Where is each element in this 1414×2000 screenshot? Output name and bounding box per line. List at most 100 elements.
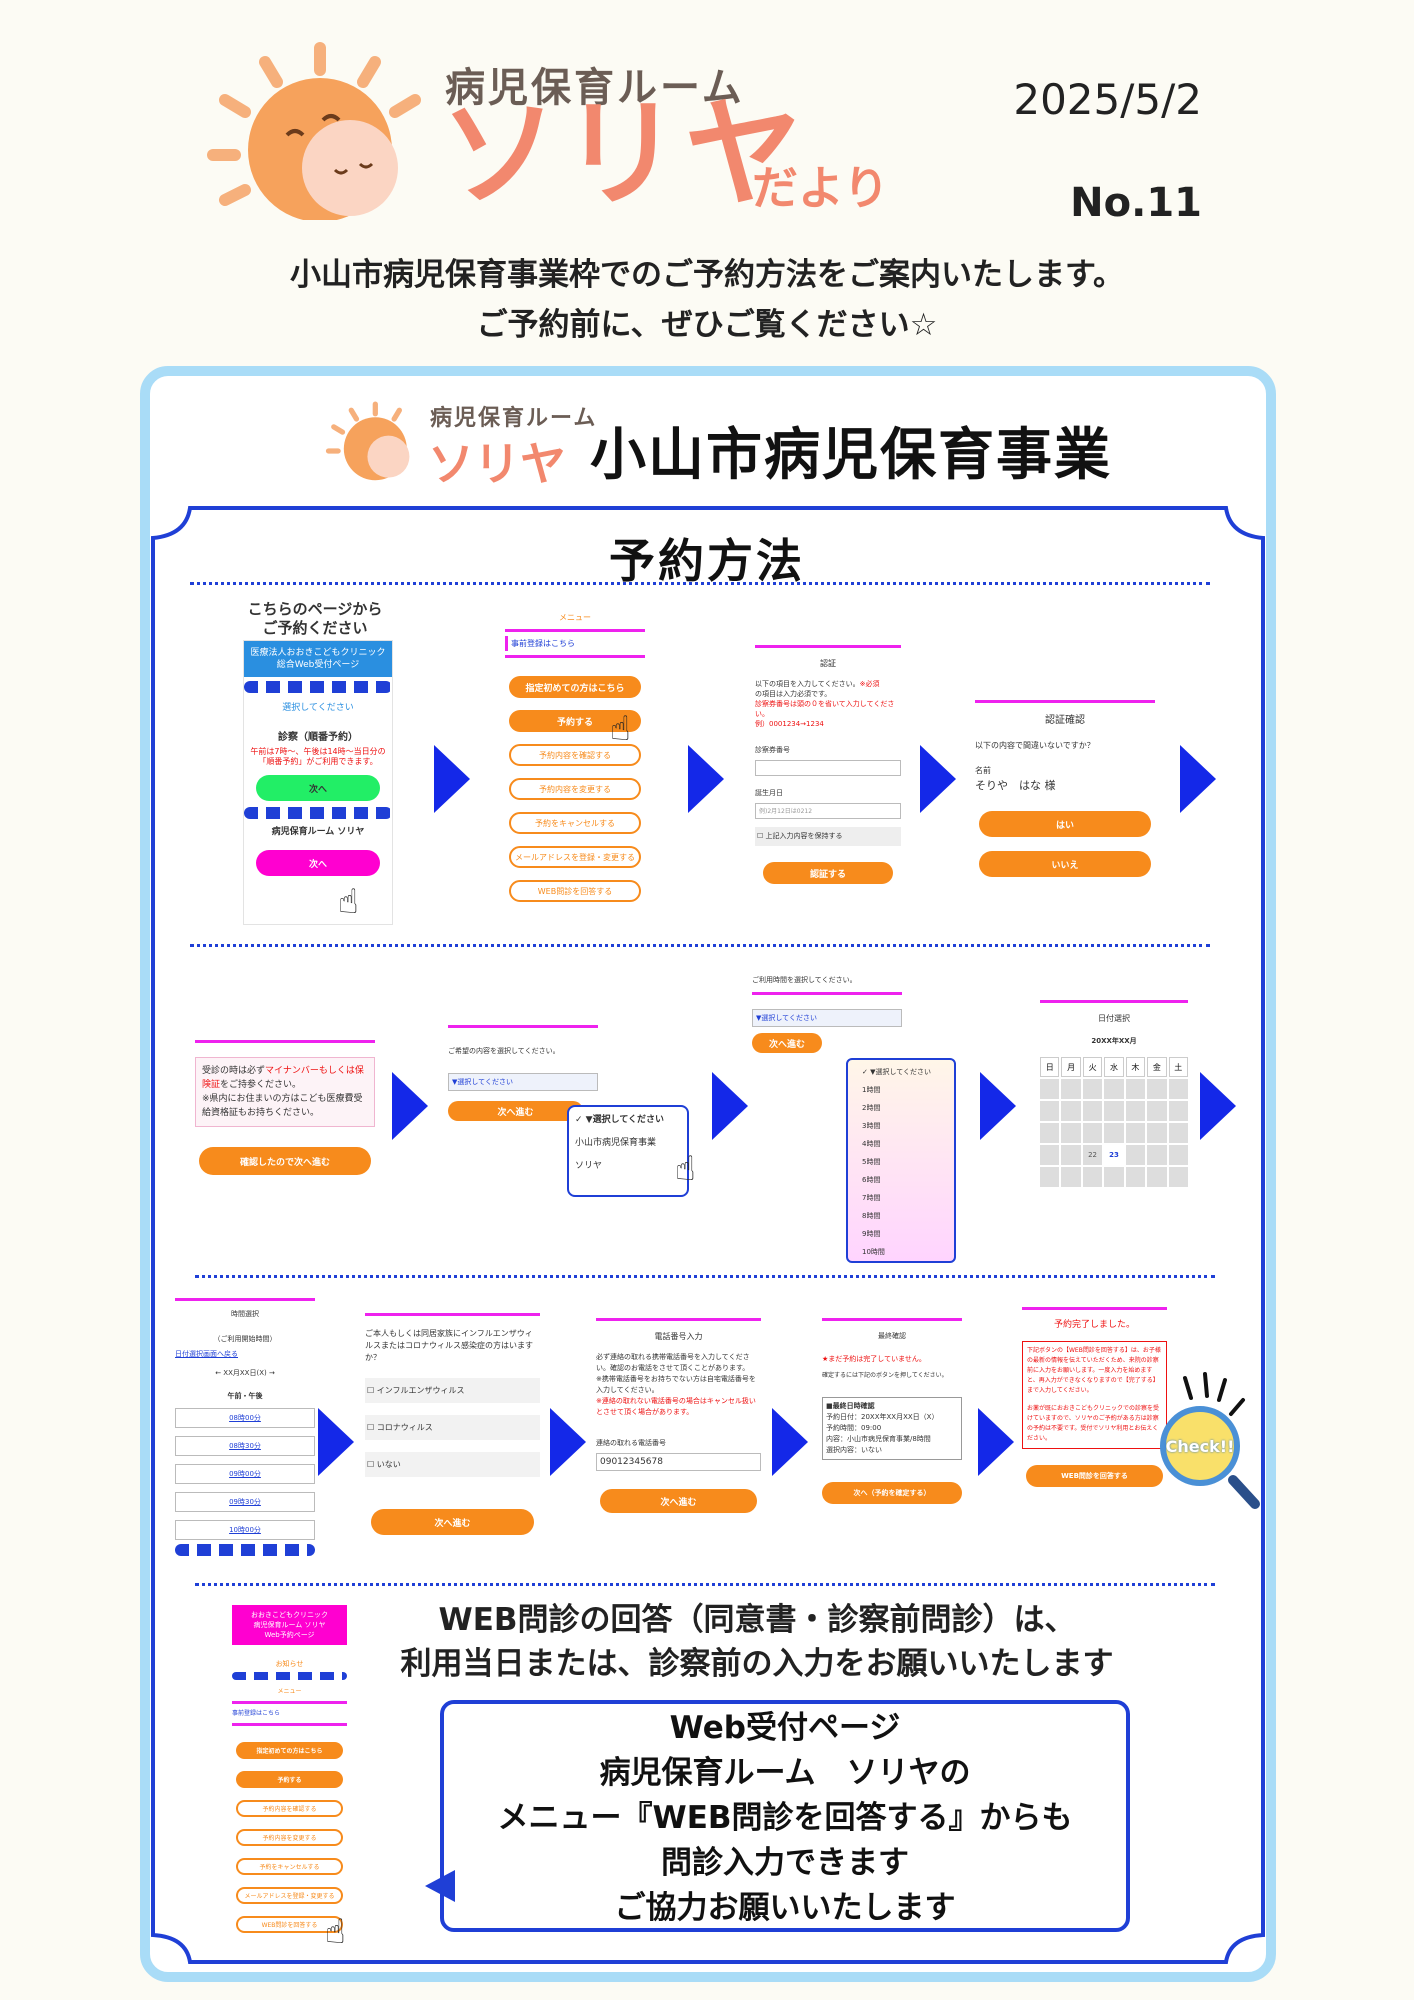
infection-option-none[interactable]: いない	[376, 1460, 401, 1469]
calendar-day-22: 22	[1082, 1145, 1103, 1165]
diagnosis-label: 診察（順番予約）	[278, 732, 358, 743]
weekday-header: 木	[1125, 1057, 1146, 1077]
dropdown-option[interactable]: 2時間	[862, 1104, 881, 1112]
dropdown-option[interactable]: ソリヤ	[575, 1161, 603, 1171]
calendar-day	[1147, 1101, 1167, 1121]
next-button[interactable]: 次へ進む	[752, 1033, 822, 1053]
notice-text-3: ※県内にお住まいの方はこども医療費受給資格証もお持ちください。	[202, 1094, 363, 1118]
email-register-button[interactable]: メールアドレスを登録・変更する	[236, 1887, 343, 1904]
next-button[interactable]: 次へ進む	[448, 1101, 583, 1121]
issue-number: No.11	[1070, 180, 1202, 226]
name-label: 名前	[975, 766, 991, 775]
dropdown-option[interactable]: 小山市病児保育事業	[575, 1138, 657, 1148]
next-button[interactable]: 次へ進む	[371, 1509, 534, 1535]
weekday-header: 月	[1061, 1057, 1081, 1077]
time-select[interactable]: ▼選択してください	[752, 1009, 902, 1027]
keep-input-checkbox[interactable]: 上記入力内容を保持する	[765, 832, 843, 840]
calendar-day	[1082, 1167, 1103, 1187]
dropdown-option[interactable]: 5時間	[862, 1158, 881, 1166]
content-question: ご希望の内容を選択してください。	[448, 1047, 560, 1055]
next-button-magenta[interactable]: 次へ	[256, 850, 380, 876]
dropdown-option[interactable]: 1時間	[862, 1086, 881, 1094]
menu-label: メニュー	[559, 613, 591, 622]
calendar-day	[1061, 1145, 1081, 1165]
phone-note-red: ※連絡の取れない電話番号の場合はキャンセル扱いとさせて頂く場合があります。	[596, 1397, 756, 1416]
magnifier-icon	[1183, 1372, 1260, 1509]
calendar-day	[1040, 1101, 1060, 1121]
complete-heading: 予約完了しました。	[1053, 1320, 1135, 1330]
pre-registration-link[interactable]: 事前登録はこちら	[505, 636, 645, 651]
reserve-button[interactable]: 予約する	[236, 1771, 343, 1788]
calendar-day-23[interactable]: 23	[1104, 1145, 1124, 1165]
confirm-next-button[interactable]: 確認したので次へ進む	[199, 1147, 371, 1175]
logo-title: ソリヤ	[440, 85, 807, 223]
calendar-day	[1104, 1101, 1124, 1121]
calendar-day	[1061, 1123, 1081, 1143]
final-summary-box: ■最終日時確認 予約日付：20XX年XX月XX日（X） 予約時間：09:00 内…	[822, 1397, 962, 1460]
dropdown-option[interactable]: 4時間	[862, 1140, 881, 1148]
change-reservation-button[interactable]: 予約内容を変更する	[236, 1829, 343, 1846]
complete-message-2: お薬が既におおきこどもクリニックでの診察を受けていますので、ソリヤのご予約がある…	[1027, 1405, 1160, 1442]
no-button[interactable]: いいえ	[979, 851, 1151, 877]
first-time-button[interactable]: 指定初めての方はこちら	[236, 1742, 343, 1759]
web-questionnaire-button[interactable]: WEB問診を回答する	[509, 880, 641, 902]
yes-button[interactable]: はい	[979, 811, 1151, 837]
diagnosis-note: 午前は7時〜、午後は14時〜当日分の「順番予約」がご利用できます。	[250, 747, 386, 766]
check-reservation-button[interactable]: 予約内容を確認する	[509, 744, 641, 766]
first-time-button[interactable]: 指定初めての方はこちら	[509, 676, 641, 698]
panel-logo-subtitle: 病児保育ルーム	[430, 406, 598, 431]
next-step-arrow	[772, 1408, 808, 1476]
calendar-day	[1104, 1123, 1124, 1143]
infection-option-influenza[interactable]: インフルエンザウィルス	[376, 1386, 465, 1395]
content-select[interactable]: ▼選択してください	[448, 1073, 598, 1091]
card-number-input[interactable]	[755, 760, 901, 776]
auth-note-4: 例）0001234→1234	[755, 720, 824, 728]
next-button-green[interactable]: 次へ	[256, 775, 380, 801]
time-slot[interactable]: 10時00分	[175, 1520, 315, 1540]
confirm-heading: 認証確認	[1045, 715, 1085, 726]
next-button[interactable]: 次へ進む	[600, 1489, 757, 1513]
back-to-date-link[interactable]: 日付選択画面へ戻る	[175, 1350, 238, 1358]
weekday-header: 金	[1147, 1057, 1167, 1077]
cancel-reservation-button[interactable]: 予約をキャンセルする	[509, 812, 641, 834]
change-reservation-button[interactable]: 予約内容を変更する	[509, 778, 641, 800]
next-step-arrow	[920, 745, 956, 813]
dropdown-option[interactable]: 7時間	[862, 1194, 881, 1202]
check-reservation-button[interactable]: 予約内容を確認する	[236, 1800, 343, 1817]
time-slot[interactable]: 08時00分	[175, 1408, 315, 1428]
web-questionnaire-button[interactable]: WEB問診を回答する	[236, 1916, 343, 1933]
infection-option-corona[interactable]: コロナウィルス	[376, 1423, 433, 1432]
dropdown-option[interactable]: 9時間	[862, 1230, 881, 1238]
bubble-tail	[425, 1870, 455, 1902]
select-label: 選択してください	[282, 703, 354, 713]
time-slot[interactable]: 09時30分	[175, 1492, 315, 1512]
cancel-reservation-button[interactable]: 予約をキャンセルする	[236, 1858, 343, 1875]
dropdown-option[interactable]: 8時間	[862, 1212, 881, 1220]
dropdown-option[interactable]: 6時間	[862, 1176, 881, 1184]
reserve-button[interactable]: 予約する	[509, 710, 641, 732]
phone-input[interactable]: 09012345678	[596, 1453, 761, 1471]
bubble-line: ご協力お願いいたします	[614, 1890, 956, 1926]
small-sun-logo-icon	[325, 401, 410, 481]
calendar-day	[1125, 1167, 1146, 1187]
panel-logo-title: ソリヤ	[428, 437, 566, 491]
dropdown-option[interactable]: ✓ ▼選択してください	[862, 1068, 932, 1076]
pre-registration-link[interactable]: 事前登録はこちら	[232, 1710, 281, 1717]
birthday-input[interactable]: 例)2月12日は0212	[755, 803, 901, 819]
weekday-header: 水	[1104, 1057, 1124, 1077]
dropdown-option[interactable]: ✓ ▼選択してください	[575, 1115, 665, 1125]
time-slot[interactable]: 08時30分	[175, 1436, 315, 1456]
dropdown-option[interactable]: 10時間	[862, 1248, 885, 1256]
date-nav[interactable]: ← XX月XX日(X) →	[215, 1369, 275, 1377]
authenticate-button[interactable]: 認証する	[763, 862, 893, 884]
web-questionnaire-button[interactable]: WEB問診を回答する	[1026, 1465, 1163, 1487]
confirm-reservation-button[interactable]: 次へ（予約を確定する）	[822, 1482, 962, 1504]
calendar-day	[1168, 1145, 1188, 1165]
next-step-arrow	[434, 745, 470, 813]
calendar-day	[1168, 1167, 1188, 1187]
phone-screen-2: メニュー 事前登録はこちら 指定初めての方はこちら 予約する 予約内容を確認する…	[505, 610, 645, 920]
email-register-button[interactable]: メールアドレスを登録・変更する	[509, 846, 641, 868]
time-slot[interactable]: 09時00分	[175, 1464, 315, 1484]
calendar-day	[1147, 1167, 1167, 1187]
dropdown-option[interactable]: 3時間	[862, 1122, 881, 1130]
